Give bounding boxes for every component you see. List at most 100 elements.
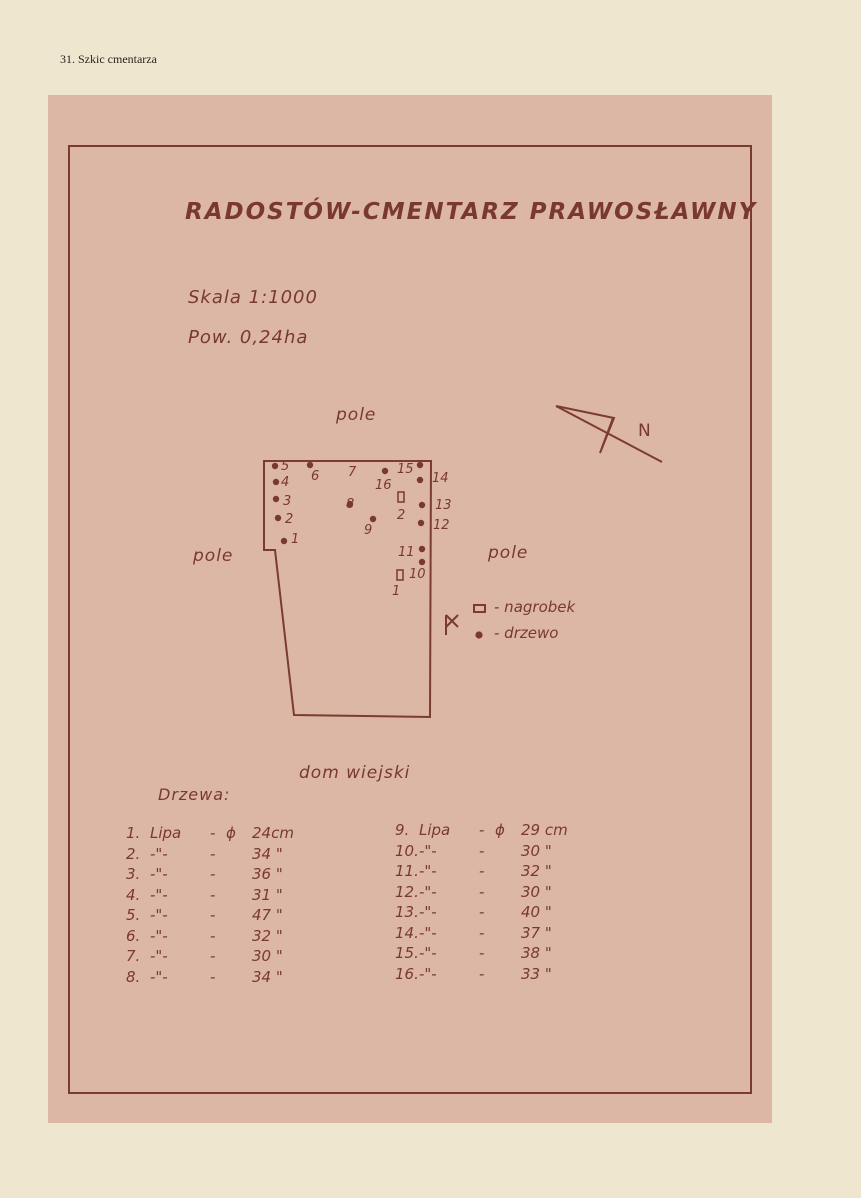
tree-number: 9. (395, 821, 410, 839)
tree-dot (418, 501, 426, 509)
tree-dash: - (210, 906, 216, 924)
tree-species: -"- (419, 923, 437, 942)
tree-species: -"- (150, 926, 168, 945)
tree-number: 3. (126, 865, 141, 883)
grave-number-1: 1 (392, 584, 401, 599)
tree-dash: - (210, 844, 216, 863)
tree-number: 6. (126, 926, 141, 945)
tree-diameter: 31 " (252, 885, 283, 904)
tree-diameter: 29 cm (521, 821, 568, 839)
tree-diameter: 37 " (521, 923, 552, 942)
tree-list-row: 5.-"--47 " (126, 905, 386, 926)
tree-number: 14. (395, 923, 419, 942)
village-house-label: dom wiejski (299, 763, 411, 783)
tree-number-6: 6 (311, 469, 320, 484)
tree-number: 1. (126, 824, 141, 842)
grave-legend-icon (473, 604, 486, 613)
grave-number-2: 2 (397, 508, 406, 523)
tree-list-row: 14.-"- - 37 " (395, 923, 655, 944)
tree-number: 12. (395, 882, 419, 901)
tree-legend-icon (475, 631, 483, 639)
tree-dash: - (210, 947, 216, 965)
tree-number-9: 9 (364, 523, 373, 538)
tree-diameter: 36 " (252, 865, 283, 883)
tree-number: 16. (395, 964, 419, 983)
tree-species: Lipa (419, 821, 451, 839)
tree-number: 10. (395, 841, 419, 860)
tree-number: 13. (395, 903, 419, 921)
survey-mark-icon (445, 614, 459, 635)
map-scale: Skala 1:1000 (188, 287, 318, 308)
tree-dash: - (479, 882, 485, 901)
tree-diameter: 47 " (252, 906, 283, 924)
tree-diameter: 34 " (252, 967, 283, 986)
cemetery-plan (263, 405, 663, 719)
tree-species: -"- (150, 947, 168, 965)
page-caption: 31. Szkic cmentarza (60, 52, 157, 66)
tree-species: -"- (419, 903, 437, 921)
tree-species: -"- (419, 944, 437, 962)
tree-number: 11. (395, 862, 419, 880)
tree-diameter: 30 " (521, 841, 552, 860)
tree-dot (418, 558, 426, 566)
tree-dash: - (210, 865, 216, 883)
tree-dot (271, 462, 279, 470)
tree-number: 7. (126, 947, 141, 965)
tree-dash: - (479, 923, 485, 942)
tree-species: -"- (419, 841, 437, 860)
tree-diameter: 40 " (521, 903, 552, 921)
tree-number-12: 12 (433, 518, 450, 533)
tree-dot (416, 461, 424, 469)
tree-list-row: 4.-"--31 " (126, 885, 386, 906)
tree-number: 4. (126, 885, 141, 904)
tree-diameter: 30 " (252, 947, 283, 965)
tree-dot (272, 478, 280, 486)
tree-diameter: 24cm (252, 824, 294, 842)
tree-list-row: 2.-"--34 " (126, 844, 386, 865)
diameter-symbol: ϕ (495, 821, 505, 839)
tree-list-row: 1. Lipa -ϕ 24cm (126, 823, 386, 844)
tree-dash: - (479, 821, 485, 839)
tree-list-row: 13.-"- - 40 " (395, 902, 655, 923)
map-area: Pow. 0,24ha (188, 327, 309, 348)
tree-number-10: 10 (409, 567, 426, 582)
tree-dash: - (479, 903, 485, 921)
tree-number-15: 15 (397, 462, 414, 477)
tree-diameter: 32 " (521, 862, 552, 880)
tree-dash: - (479, 841, 485, 860)
tree-dash: - (210, 824, 216, 842)
tree-diameter: 32 " (252, 926, 283, 945)
tree-dot (306, 461, 314, 469)
tree-list-row: 6.-"--32 " (126, 926, 386, 947)
tree-species: -"- (150, 865, 168, 883)
tree-diameter: 33 " (521, 964, 552, 983)
tree-number-7: 7 (348, 465, 357, 480)
tree-species: -"- (419, 882, 437, 901)
tree-species: -"- (150, 885, 168, 904)
tree-number-3: 3 (283, 494, 292, 509)
tree-list-row: 16.-"--33 " (395, 964, 655, 985)
legend-grave-label: - nagrobek (494, 598, 576, 616)
tree-number: 15. (395, 944, 419, 962)
tree-species: -"- (419, 964, 437, 983)
tree-number-2: 2 (285, 512, 294, 527)
tree-number: 5. (126, 906, 141, 924)
tree-dash: - (210, 967, 216, 986)
tree-species: Lipa (150, 824, 182, 842)
tree-number-13: 13 (435, 498, 452, 513)
tree-number-16: 16 (375, 478, 392, 493)
tree-number-4: 4 (281, 475, 290, 490)
tree-species: -"- (150, 844, 168, 863)
tree-dash: - (479, 862, 485, 880)
diameter-symbol: ϕ (226, 824, 236, 842)
tree-number: 2. (126, 844, 141, 863)
tree-dot (417, 519, 425, 527)
tree-number-14: 14 (432, 471, 449, 486)
tree-number: 8. (126, 967, 141, 986)
tree-dash: - (479, 944, 485, 962)
tree-dot (418, 545, 426, 553)
tree-dot (416, 476, 424, 484)
tree-dot (381, 467, 389, 475)
north-arrow-icon (555, 405, 663, 463)
